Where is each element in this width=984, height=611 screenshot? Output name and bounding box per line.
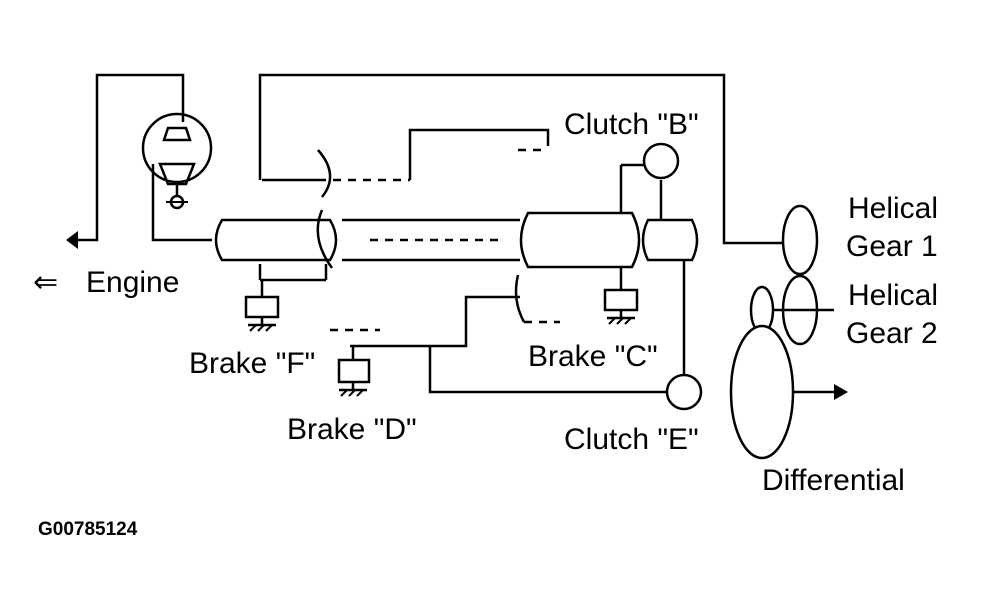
output-loop-line [258, 73, 785, 245]
brake-f-icon [244, 280, 280, 332]
label-engine: Engine [86, 266, 179, 299]
brake-c-icon [603, 267, 639, 325]
figure-code: G00785124 [38, 519, 138, 540]
label-helical-2-line1: Helical [848, 279, 938, 312]
differential-icon [729, 324, 795, 460]
input-arrow-icon [66, 231, 78, 249]
label-helical-1-line1: Helical [848, 192, 938, 225]
central-shaft [342, 218, 520, 262]
brake-d-icon [337, 346, 371, 397]
clutch-e-icon [665, 373, 703, 411]
clutch-e-line [428, 346, 667, 394]
label-brake-d: Brake "D" [287, 413, 417, 446]
torque-converter [141, 112, 213, 242]
engine-input-line [66, 73, 185, 249]
helical-gear-1-icon [781, 204, 819, 276]
label-clutch-e: Clutch "E" [564, 423, 699, 456]
engine-arrow-icon: ⇐ [33, 266, 58, 299]
label-helical-2-line2: Gear 2 [846, 317, 938, 350]
clutch-b-icon [642, 142, 680, 180]
label-helical-1-line2: Gear 1 [846, 230, 938, 263]
label-brake-c: Brake "C" [528, 340, 658, 373]
label-differential: Differential [762, 464, 905, 497]
label-clutch-b: Clutch "B" [564, 108, 699, 141]
front-planetary-drum [214, 128, 550, 282]
output-arrow-icon [834, 384, 848, 400]
brake-d-line [350, 295, 520, 348]
label-brake-f: Brake "F" [189, 347, 315, 380]
